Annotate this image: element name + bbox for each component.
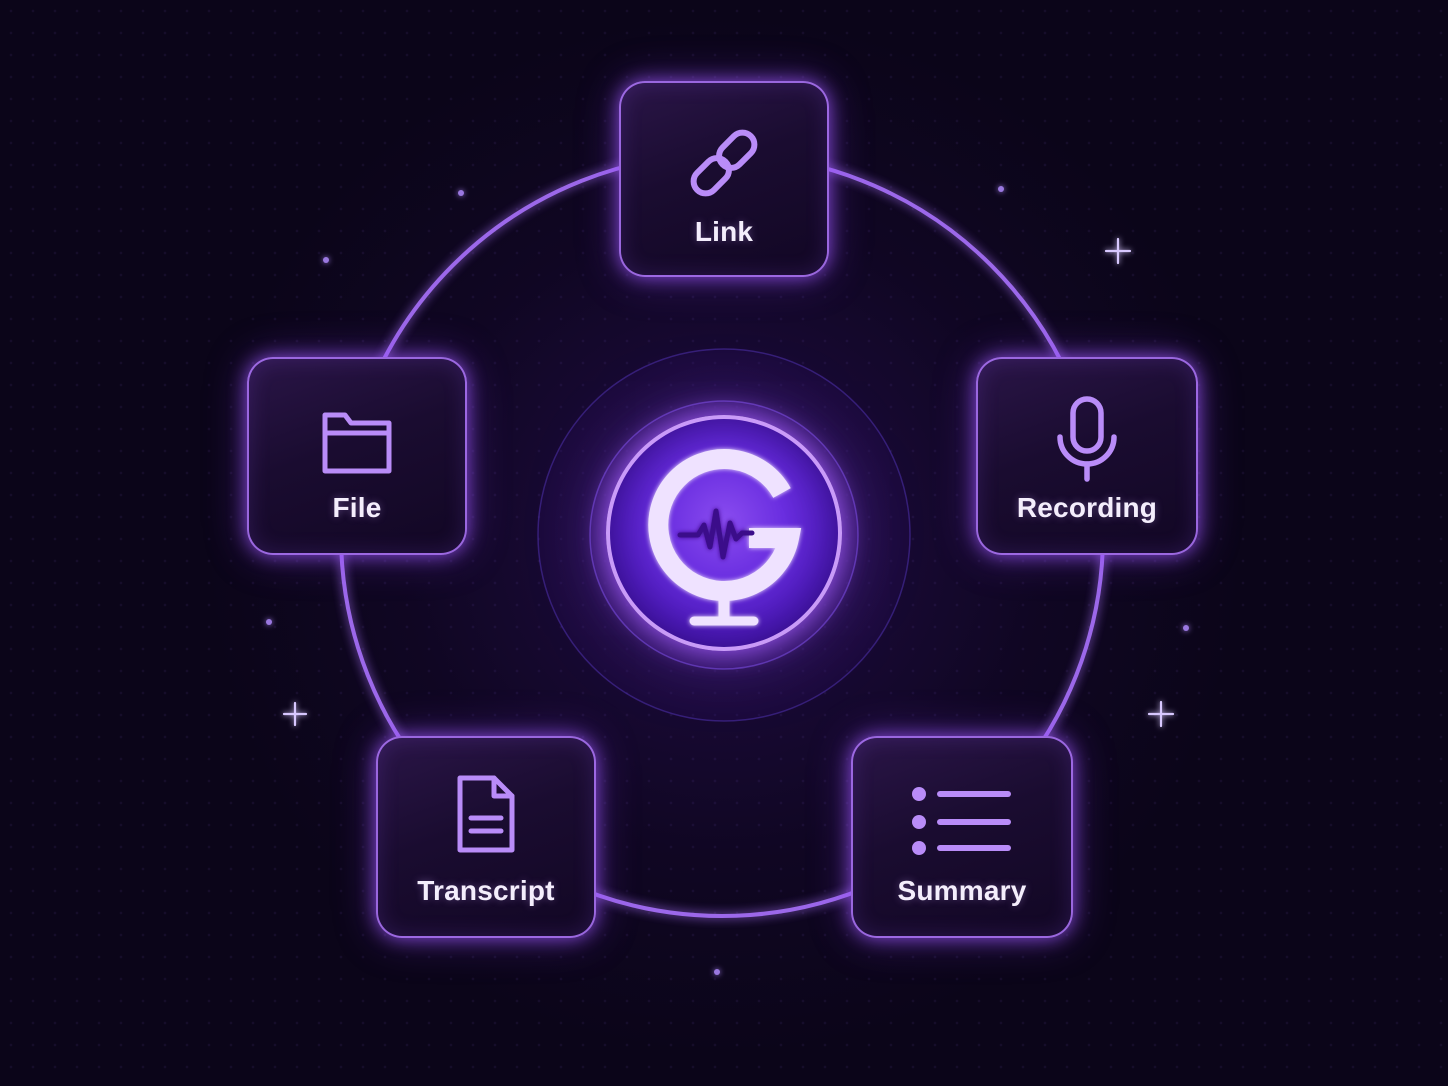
- node-link[interactable]: Link: [619, 81, 829, 277]
- hub-core[interactable]: [606, 415, 842, 651]
- g-waveform-logo-icon: [648, 449, 802, 626]
- bullet-list-icon: [912, 787, 1011, 855]
- link-chain-icon: [690, 129, 758, 197]
- node-summary-label: Summary: [897, 875, 1027, 906]
- node-transcript[interactable]: Transcript: [376, 736, 596, 938]
- node-summary[interactable]: Summary: [851, 736, 1073, 938]
- sparkle-plus-icon: [1147, 700, 1175, 728]
- document-icon: [457, 775, 515, 853]
- sparkle-dot: [323, 257, 329, 263]
- node-recording[interactable]: Recording: [976, 357, 1198, 555]
- sparkle-plus-icon: [282, 701, 308, 727]
- sparkle-plus-icon: [1104, 237, 1132, 265]
- node-recording-label: Recording: [1016, 492, 1158, 523]
- sparkle-dot: [1183, 625, 1189, 631]
- sparkle-dot: [998, 186, 1004, 192]
- sparkle-dot: [458, 190, 464, 196]
- node-file-label: File: [332, 492, 382, 523]
- microphone-icon: [1057, 396, 1117, 482]
- node-transcript-label: Transcript: [417, 875, 555, 906]
- folder-icon: [322, 412, 392, 474]
- sparkle-dot: [266, 619, 272, 625]
- node-file[interactable]: File: [247, 357, 467, 555]
- node-link-label: Link: [694, 216, 754, 247]
- sparkle-dot: [714, 969, 720, 975]
